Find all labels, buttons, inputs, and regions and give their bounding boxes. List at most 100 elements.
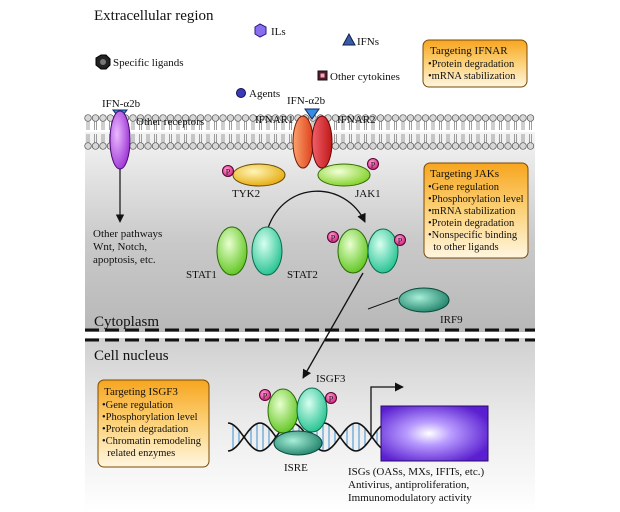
lipid-tail xyxy=(176,121,180,130)
lipid-tail xyxy=(274,121,277,130)
targeting-jaks-item-3: •mRNA stabilization xyxy=(428,206,516,217)
lipid-tail xyxy=(506,134,510,143)
other-receptors-label: Other receptors xyxy=(136,116,204,128)
stat1-phospho: P xyxy=(327,231,339,243)
lipid-tail xyxy=(484,134,487,143)
lipid-head xyxy=(406,142,415,150)
targeting-ifnar-box: Targeting IFNAR •Protein degradation •mR… xyxy=(422,39,528,88)
lipid-head xyxy=(384,114,392,122)
targeting-ifnar-title: Targeting IFNAR xyxy=(430,45,508,57)
lipid-tail xyxy=(356,121,360,130)
phospho-icon xyxy=(327,231,339,243)
lipid-head xyxy=(421,114,430,122)
ifns-label: IFNs xyxy=(357,36,379,48)
lipid-tail xyxy=(514,134,517,143)
lipid-head xyxy=(219,114,227,122)
lipid-tail xyxy=(244,121,247,130)
lipid-tail xyxy=(199,134,202,143)
lipid-tail xyxy=(169,134,172,143)
lipid-tail xyxy=(139,134,142,143)
irf9-label: IRF9 xyxy=(440,314,463,326)
lipid-tail xyxy=(484,121,487,130)
lipid-head xyxy=(526,114,535,122)
lipid-tail xyxy=(184,121,187,130)
ifn-right-label: IFN-α2b xyxy=(287,95,326,107)
targeting-isgf3-item-2: •Phosphorylation level xyxy=(102,412,198,423)
phospho-label: P xyxy=(398,237,403,246)
lipid-tail xyxy=(499,134,502,143)
other-cytokines-label: Other cytokines xyxy=(330,71,400,83)
lipid-head xyxy=(391,114,400,122)
phospho-icon xyxy=(325,392,337,404)
lipid-tail xyxy=(469,121,472,130)
cell-membrane xyxy=(84,114,535,150)
lipid-tail xyxy=(499,121,502,130)
targeting-jaks-item-1: •Gene regulation xyxy=(428,182,500,193)
activation-arrow xyxy=(267,190,366,229)
lipid-head xyxy=(429,114,437,122)
lipid-tail xyxy=(529,121,532,130)
triangle-icon xyxy=(342,32,356,46)
lipid-tail xyxy=(229,121,232,130)
lipid-head xyxy=(166,142,175,150)
lipid-tail xyxy=(529,134,532,143)
lipid-head xyxy=(144,142,152,150)
lipid-head xyxy=(451,114,460,122)
isgf3-label: ISGF3 xyxy=(316,373,346,385)
targeting-isgf3-item-3: •Protein degradation xyxy=(102,424,189,435)
lipid-head xyxy=(399,142,407,150)
lipid-tail xyxy=(476,134,480,143)
lipid-tail xyxy=(521,121,525,130)
lipid-tail xyxy=(274,134,277,143)
lipid-tail xyxy=(214,121,217,130)
other-pathways-line-3: apoptosis, etc. xyxy=(93,254,156,266)
lipid-head xyxy=(331,142,340,150)
lipid-head xyxy=(331,114,340,122)
lipid-head xyxy=(234,142,242,150)
lipid-head xyxy=(489,114,497,122)
lipid-head xyxy=(144,114,152,122)
lipid-tail xyxy=(386,121,390,130)
lipid-tail xyxy=(439,134,442,143)
lipid-tail xyxy=(214,134,217,143)
lipid-tail xyxy=(176,134,180,143)
lipid-head xyxy=(196,142,205,150)
stat2-phospho: P xyxy=(394,234,406,246)
lipid-tail xyxy=(379,121,382,130)
cytoplasm-label: Cytoplasm xyxy=(94,314,159,330)
phospho-label: P xyxy=(371,161,376,170)
lipid-head xyxy=(129,114,137,122)
targeting-jaks-title: Targeting JAKs xyxy=(430,168,499,180)
lipid-tail xyxy=(401,134,405,143)
lipid-head xyxy=(391,142,400,150)
lipid-head xyxy=(226,114,235,122)
targeting-jaks-item-5: •Nonspecific binding xyxy=(428,230,518,241)
lipid-tail xyxy=(101,121,105,130)
transcription-arrow xyxy=(370,382,404,437)
tyk2-phospho: P xyxy=(222,165,234,177)
phospho-icon xyxy=(259,389,271,401)
other-pathways-line-2: Wnt, Notch, xyxy=(93,241,147,253)
lipid-tail xyxy=(244,134,247,143)
lipid-head xyxy=(421,142,430,150)
lipid-tail xyxy=(146,134,150,143)
targeting-ifnar-item-1: •Protein degradation xyxy=(428,59,515,70)
lipid-tail xyxy=(364,134,367,143)
stat1-phosphorylated xyxy=(337,228,369,274)
lipid-tail xyxy=(289,134,292,143)
lipid-head xyxy=(346,114,355,122)
lipid-head xyxy=(459,114,467,122)
lipid-head xyxy=(459,142,467,150)
lipid-tail xyxy=(491,134,495,143)
lipid-head xyxy=(414,142,422,150)
lipid-head xyxy=(129,142,137,150)
lipid-head xyxy=(99,114,107,122)
lipid-head xyxy=(189,142,197,150)
lipid-tail xyxy=(341,134,345,143)
lipid-tail xyxy=(94,121,97,130)
lipid-tail xyxy=(251,121,255,130)
lipid-tail xyxy=(191,121,195,130)
lipid-tail xyxy=(341,121,345,130)
lipid-tail xyxy=(184,134,187,143)
